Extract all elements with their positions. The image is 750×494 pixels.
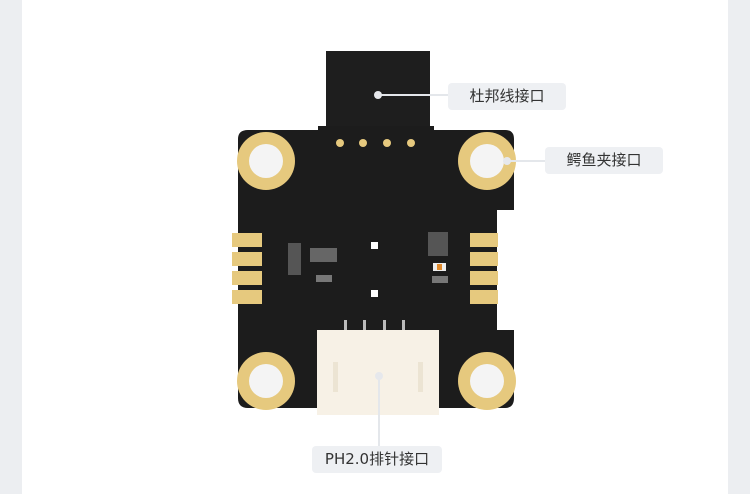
alligator-clip-interface-label: 鳄鱼夹接口 [545, 147, 663, 174]
dupont-interface-label: 杜邦线接口 [448, 83, 566, 110]
mounting-pads [237, 132, 516, 410]
pcb-board [238, 126, 514, 408]
ph20-header-interface-label: PH2.0排针接口 [312, 446, 442, 473]
edge-pins [232, 233, 498, 304]
